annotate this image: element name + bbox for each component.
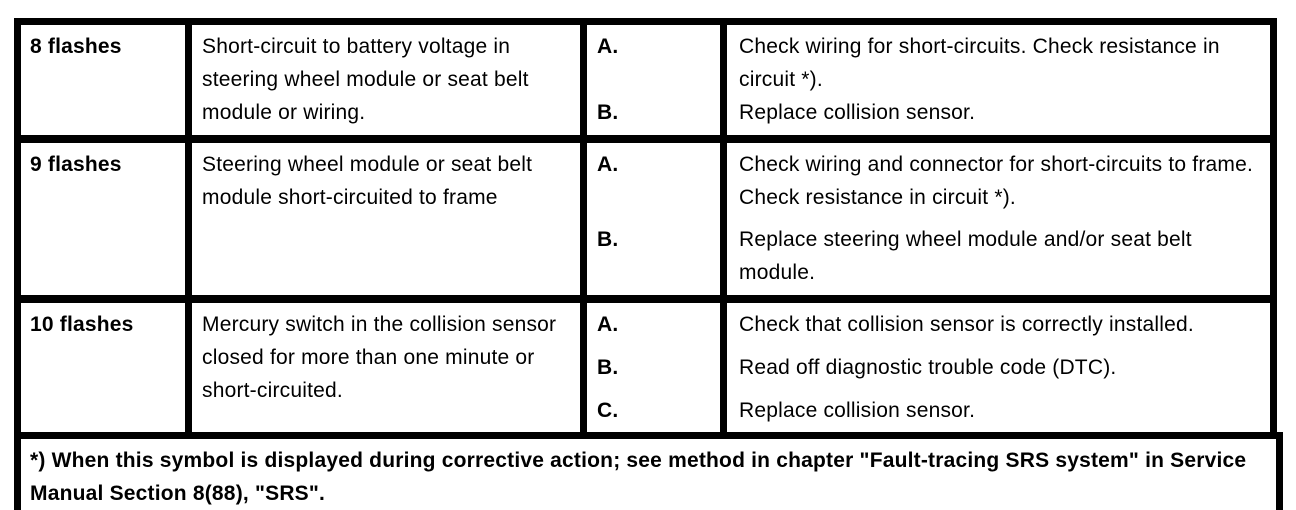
action-letter: B. — [597, 101, 619, 124]
table-row-10-flashes: 10 flashes Mercury switch in the collisi… — [21, 295, 1270, 433]
flash-code-cell: 9 flashes — [21, 143, 192, 295]
action-text: Replace collision sensor. — [739, 101, 976, 124]
action-text: Check wiring and connector for short-cir… — [739, 153, 1254, 209]
fault-description-cell: Short-circuit to battery voltage in stee… — [192, 25, 587, 135]
scanned-manual-page: 8 flashes Short-circuit to battery volta… — [0, 18, 1296, 510]
action-letter: A. — [597, 313, 619, 336]
corrective-actions-cell: A. Check that collision sensor is correc… — [587, 303, 1270, 433]
column-divider — [720, 303, 727, 433]
action-item: A. Check that collision sensor is correc… — [587, 308, 1270, 341]
action-text: Read off diagnostic trouble code (DTC). — [739, 356, 1117, 379]
flash-code-cell: 10 flashes — [21, 303, 192, 433]
action-text: Replace steering wheel module and/or sea… — [739, 228, 1192, 284]
table-row-9-flashes: 9 flashes Steering wheel module or seat … — [21, 135, 1270, 295]
column-divider — [720, 143, 727, 295]
action-item: A. Check wiring for short-circuits. Chec… — [587, 30, 1270, 96]
action-letter: C. — [597, 399, 619, 422]
action-letter: A. — [597, 35, 619, 58]
action-text: Check wiring for short-circuits. Check r… — [739, 35, 1220, 91]
table-row-8-flashes: 8 flashes Short-circuit to battery volta… — [21, 25, 1270, 135]
action-text: Replace collision sensor. — [739, 399, 976, 422]
action-letter: B. — [597, 228, 619, 251]
fault-description-cell: Steering wheel module or seat belt modul… — [192, 143, 587, 295]
action-text: Check that collision sensor is correctly… — [739, 313, 1194, 336]
footnote: *) When this symbol is displayed during … — [14, 432, 1283, 510]
action-item: A. Check wiring and connector for short-… — [587, 148, 1270, 214]
fault-description-cell: Mercury switch in the collision sensor c… — [192, 303, 587, 433]
action-letter: A. — [597, 153, 619, 176]
column-divider — [720, 25, 727, 135]
action-item: C. Replace collision sensor. — [587, 394, 1270, 427]
action-item: B. Read off diagnostic trouble code (DTC… — [587, 351, 1270, 384]
corrective-actions-cell: A. Check wiring for short-circuits. Chec… — [587, 25, 1270, 135]
dtc-fault-table: 8 flashes Short-circuit to battery volta… — [14, 18, 1277, 440]
corrective-actions-cell: A. Check wiring and connector for short-… — [587, 143, 1270, 295]
action-letter: B. — [597, 356, 619, 379]
action-item: B. Replace steering wheel module and/or … — [587, 223, 1270, 289]
flash-code-cell: 8 flashes — [21, 25, 192, 135]
action-item: B. Replace collision sensor. — [587, 96, 1270, 129]
